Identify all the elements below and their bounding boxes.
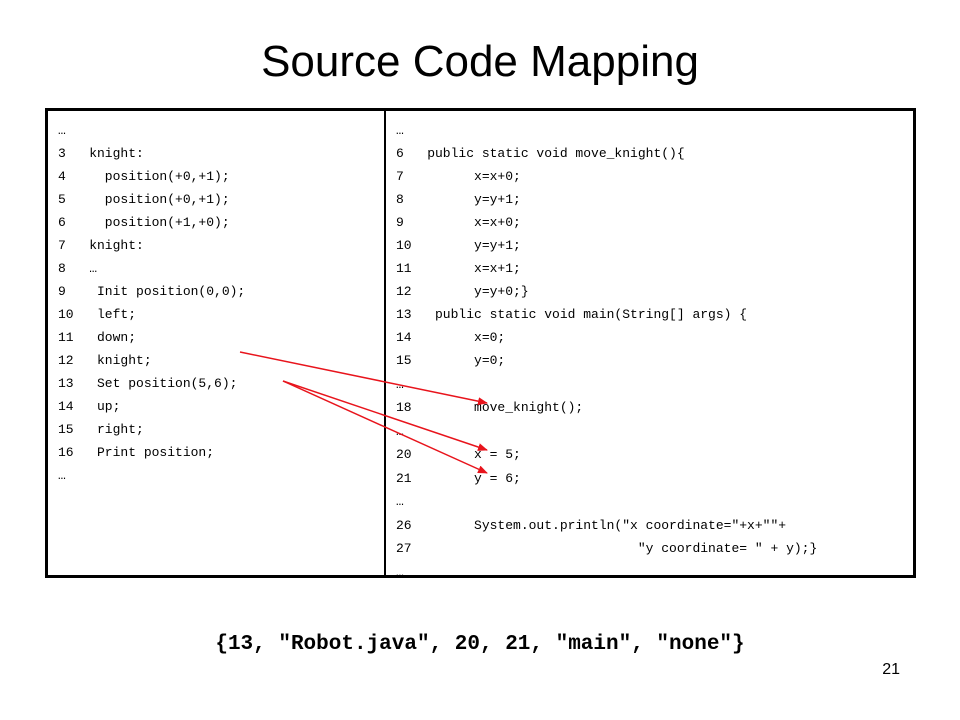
code-line: 11 x=x+1; bbox=[396, 261, 521, 276]
code-line: … bbox=[58, 468, 66, 483]
code-line: 7 knight: bbox=[58, 238, 144, 253]
code-line: 26 System.out.println("x coordinate="+x+… bbox=[396, 517, 787, 533]
code-line: 8 … bbox=[58, 261, 98, 276]
code-line: 12 knight; bbox=[58, 353, 152, 368]
code-line: 14 x=0; bbox=[396, 330, 506, 345]
slide-title: Source Code Mapping bbox=[261, 37, 699, 86]
code-line: 14 up; bbox=[58, 399, 121, 414]
code-line: 13 public static void main(String[] args… bbox=[396, 307, 748, 322]
code-line: … bbox=[396, 423, 404, 439]
code-line: 21 y = 6; bbox=[396, 470, 521, 486]
code-line: … bbox=[396, 123, 404, 138]
code-line: 27 "y coordinate= " + y);} bbox=[396, 541, 818, 556]
column-divider bbox=[384, 111, 386, 575]
code-line: 8 y=y+1; bbox=[396, 192, 521, 207]
code-line: 10 left; bbox=[58, 307, 137, 322]
code-line: 12 y=y+0;} bbox=[396, 284, 529, 299]
code-line: 11 down; bbox=[58, 330, 137, 345]
code-line: 9 x=x+0; bbox=[396, 215, 521, 230]
code-line: 6 position(+1,+0); bbox=[58, 215, 230, 230]
code-line: 15 y=0; bbox=[396, 353, 506, 368]
java-source-column: … 6 public static void move_knight(){ 7 … bbox=[396, 119, 906, 584]
source-mapping-tuple: {13, "Robot.java", 20, 21, "main", "none… bbox=[215, 633, 745, 656]
code-line: 4 position(+0,+1); bbox=[58, 169, 230, 184]
code-line: … bbox=[396, 376, 404, 392]
code-line: 10 y=y+1; bbox=[396, 238, 521, 253]
code-line: … bbox=[58, 123, 66, 138]
code-line: … bbox=[396, 494, 404, 509]
code-line: 20 x = 5; bbox=[396, 447, 521, 462]
page-number: 21 bbox=[882, 661, 900, 678]
code-line: 18 move_knight(); bbox=[396, 400, 584, 415]
code-line: 6 public static void move_knight(){ bbox=[396, 146, 685, 161]
code-line: 5 position(+0,+1); bbox=[58, 192, 230, 207]
code-line: 15 right; bbox=[58, 422, 144, 437]
code-comparison-table: … 3 knight: 4 position(+0,+1); 5 positio… bbox=[45, 108, 916, 580]
code-line: … bbox=[396, 564, 404, 580]
code-line: 9 Init position(0,0); bbox=[58, 284, 246, 299]
code-line: 13 Set position(5,6); bbox=[58, 376, 238, 391]
robot-script-column: … 3 knight: 4 position(+0,+1); 5 positio… bbox=[58, 119, 378, 487]
code-line: 16 Print position; bbox=[58, 445, 215, 460]
code-line: 7 x=x+0; bbox=[396, 169, 521, 184]
code-line: 3 knight: bbox=[58, 146, 144, 161]
